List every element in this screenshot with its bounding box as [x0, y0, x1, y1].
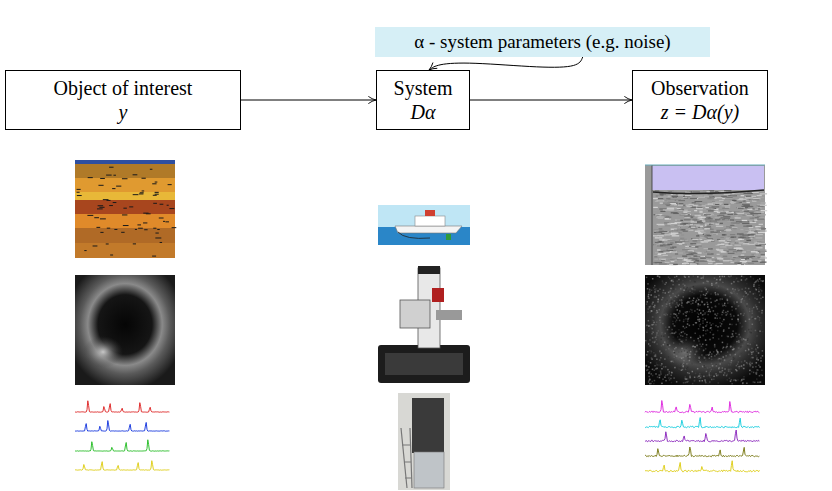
connector-arrow: [470, 100, 632, 101]
seismic-image: [645, 165, 767, 265]
ship-image: [378, 205, 470, 245]
math-symbol: Dα: [411, 100, 436, 124]
box-label: Object of interest: [54, 76, 193, 100]
ultrasound-image: [75, 275, 175, 385]
math-symbol: y: [119, 100, 128, 124]
box-label: Observation: [651, 76, 749, 100]
lab-image: [398, 393, 450, 490]
geology-image: [75, 160, 176, 258]
spectra-image: [75, 401, 169, 470]
process-box: SystemDα: [376, 70, 470, 130]
process-box: Observationz = Dα(y): [632, 70, 768, 130]
parameter-box: α - system parameters (e.g. noise): [375, 27, 710, 57]
connector-arrow: [429, 57, 583, 70]
math-symbol: z = Dα(y): [661, 100, 739, 124]
process-box: Object of interesty: [5, 70, 241, 130]
noisy-image: [645, 275, 765, 385]
box-label: System: [394, 76, 453, 100]
connector-arrow: [241, 100, 376, 101]
spectra-image: [645, 401, 759, 472]
box-label: α - system parameters (e.g. noise): [414, 31, 670, 54]
microscope-image: [378, 266, 470, 383]
